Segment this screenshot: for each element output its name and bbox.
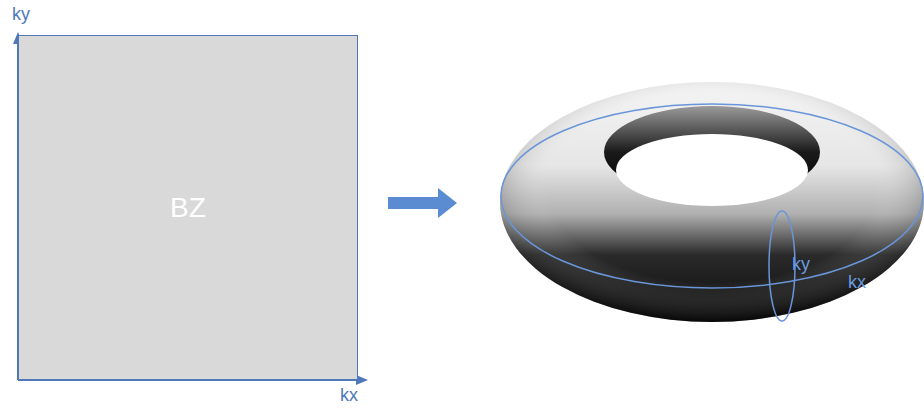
brillouin-zone: BZ — [19, 35, 358, 379]
ky-loop — [769, 211, 795, 321]
zone-label: BZ — [170, 192, 206, 224]
axis-label: kx — [340, 385, 358, 405]
axis-label: ky — [12, 4, 30, 24]
map-arrow — [388, 188, 457, 218]
kx-axis — [18, 379, 360, 381]
axis-label: ky — [792, 254, 810, 274]
axis-label: kx — [848, 272, 866, 292]
kx-loop — [501, 104, 923, 288]
torus — [500, 82, 924, 322]
torus-shade — [500, 82, 924, 322]
torus-hole — [616, 134, 808, 206]
